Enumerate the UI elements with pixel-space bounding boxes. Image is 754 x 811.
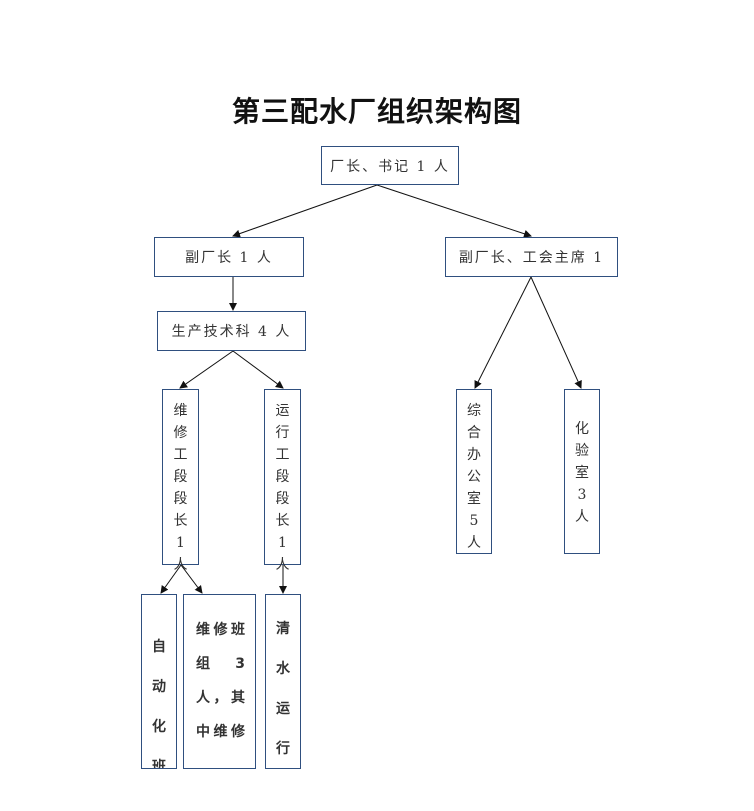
vertical-char: 行 (275, 425, 290, 441)
node-deputy-left: 副厂长 1 人 (154, 237, 304, 277)
edge-director-deputy-left (232, 184, 378, 238)
node-tech-dept: 生产技术科 4 人 (157, 311, 306, 351)
vertical-char: 人 (467, 535, 481, 551)
node-tech-dept-label: 生产技术科 4 人 (171, 324, 292, 340)
edge-maintenance-team (180, 564, 203, 594)
vertical-char: 综 (467, 403, 481, 419)
page-title: 第三配水厂组织架构图 (231, 95, 522, 128)
node-maintenance-team-text: 维修班组 3人，其中维修 (196, 622, 245, 740)
vertical-char: 1 (176, 535, 185, 551)
vertical-char: 3 (577, 487, 587, 503)
vertical-char: 人 (275, 557, 290, 573)
vertical-char: 维 (173, 403, 188, 419)
vertical-char: 室 (575, 465, 589, 481)
node-deputy-left-label: 副厂长 1 人 (185, 250, 273, 266)
vertical-char: 长 (173, 513, 188, 529)
vertical-char: 修 (173, 425, 188, 441)
vertical-char: 长 (275, 513, 290, 529)
edge-tech-maintenance (179, 350, 234, 389)
node-director: 厂长、书记 1 人 (321, 146, 459, 185)
vertical-char: 行 (276, 741, 290, 757)
edge-deputy-right-lab (530, 276, 582, 389)
vertical-char: 段 (173, 469, 188, 485)
node-director-label: 厂长、书记 1 人 (330, 158, 450, 175)
vertical-char: 清 (276, 621, 290, 637)
vertical-char: 合 (467, 425, 481, 441)
edge-maintenance-automation (160, 564, 182, 594)
vertical-char: 工 (275, 447, 290, 463)
vertical-char: 动 (152, 679, 166, 695)
vertical-char: 公 (467, 469, 481, 485)
node-maintenance-team: 维修班组 3人，其中维修 (183, 594, 256, 769)
vertical-char: 1 (278, 535, 287, 551)
vertical-char: 化 (575, 421, 589, 437)
node-deputy-right-label: 副厂长、工会主席 1 (458, 250, 605, 266)
vertical-char: 验 (575, 443, 589, 459)
vertical-char: 班 (152, 759, 166, 769)
vertical-char: 办 (467, 447, 481, 463)
node-deputy-right: 副厂长、工会主席 1 (445, 237, 618, 277)
vertical-char: 段 (275, 469, 290, 485)
vertical-char: 化 (152, 719, 166, 735)
edge-tech-operation (232, 350, 284, 389)
vertical-char: 5 (469, 513, 479, 529)
vertical-char: 段 (173, 491, 188, 507)
node-general-office: 综合办公室 5 人 (456, 389, 492, 554)
edge-director-deputy-right (376, 184, 532, 238)
node-automation-team: 自动化班 (141, 594, 177, 769)
vertical-char: 水 (276, 661, 290, 677)
node-water-operation-text: 清水运行 (266, 595, 300, 768)
edge-deputy-right-office (474, 276, 532, 389)
node-automation-team-text: 自动化班 (142, 595, 176, 769)
vertical-char: 室 (467, 491, 481, 507)
vertical-char: 自 (152, 639, 166, 655)
vertical-char: 人 (575, 509, 589, 525)
vertical-char: 工 (173, 447, 188, 463)
vertical-char: 段 (275, 491, 290, 507)
node-lab: 化验室 3 人 (564, 389, 600, 554)
vertical-char: 人 (173, 557, 188, 573)
node-water-operation: 清水运行 (265, 594, 301, 769)
vertical-char: 运 (276, 701, 290, 717)
vertical-char: 运 (275, 403, 290, 419)
